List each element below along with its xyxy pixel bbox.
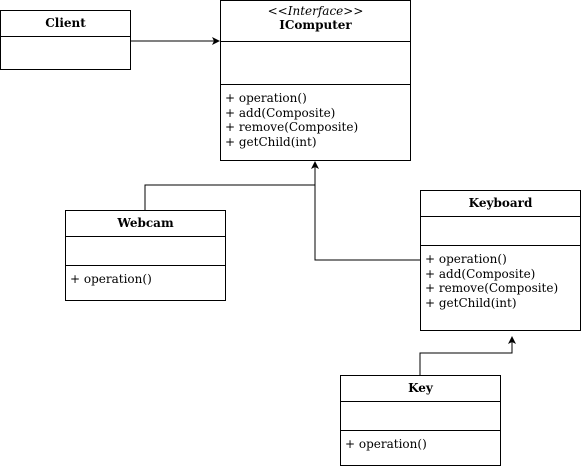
operation-item: + operation() (425, 252, 507, 266)
class-icomputer-header: <<Interface>> IComputer (221, 1, 410, 42)
class-keyboard-header: Keyboard (421, 191, 580, 217)
operation-item: + remove(Composite) (225, 120, 359, 134)
operation-item: + operation() (345, 437, 427, 451)
class-keyboard[interactable]: Keyboard + operation() + add(Composite) … (420, 190, 581, 331)
class-webcam[interactable]: Webcam + operation() (65, 210, 226, 301)
class-icomputer-name: IComputer (279, 18, 352, 32)
class-key[interactable]: Key + operation() (340, 375, 501, 466)
operation-item: + operation() (225, 91, 307, 105)
operation-item: + getChild(int) (225, 134, 317, 149)
class-client-name: Client (45, 16, 86, 30)
class-key-attributes (341, 402, 500, 431)
class-keyboard-name: Keyboard (468, 196, 533, 210)
class-client[interactable]: Client (0, 10, 131, 70)
operation-item: + operation() (70, 272, 152, 286)
operation-item: + getChild(int) (425, 295, 517, 310)
class-webcam-header: Webcam (66, 211, 225, 237)
operation-item: + add(Composite) (425, 266, 536, 281)
class-webcam-attributes (66, 237, 225, 266)
class-webcam-name: Webcam (117, 216, 174, 230)
connector-key-keyboard (419, 336, 516, 375)
class-client-header: Client (1, 11, 130, 37)
class-webcam-operations: + operation() (66, 266, 225, 287)
connector-keyboard-icomputer (314, 185, 420, 261)
class-keyboard-attributes (421, 217, 580, 246)
operation-item: + add(Composite) (225, 105, 336, 120)
class-key-operations: + operation() (341, 431, 500, 452)
class-icomputer-attributes (221, 42, 410, 85)
class-key-name: Key (408, 381, 433, 395)
class-icomputer-operations: + operation() + add(Composite) + remove(… (221, 85, 410, 149)
class-icomputer[interactable]: <<Interface>> IComputer + operation() + … (220, 0, 411, 161)
operation-item: + remove(Composite) (425, 281, 559, 295)
class-keyboard-operations: + operation() + add(Composite) + remove(… (421, 246, 580, 310)
class-key-header: Key (341, 376, 500, 402)
class-icomputer-stereotype: <<Interface>> (267, 4, 364, 18)
connector-webcam-icomputer (144, 161, 319, 210)
